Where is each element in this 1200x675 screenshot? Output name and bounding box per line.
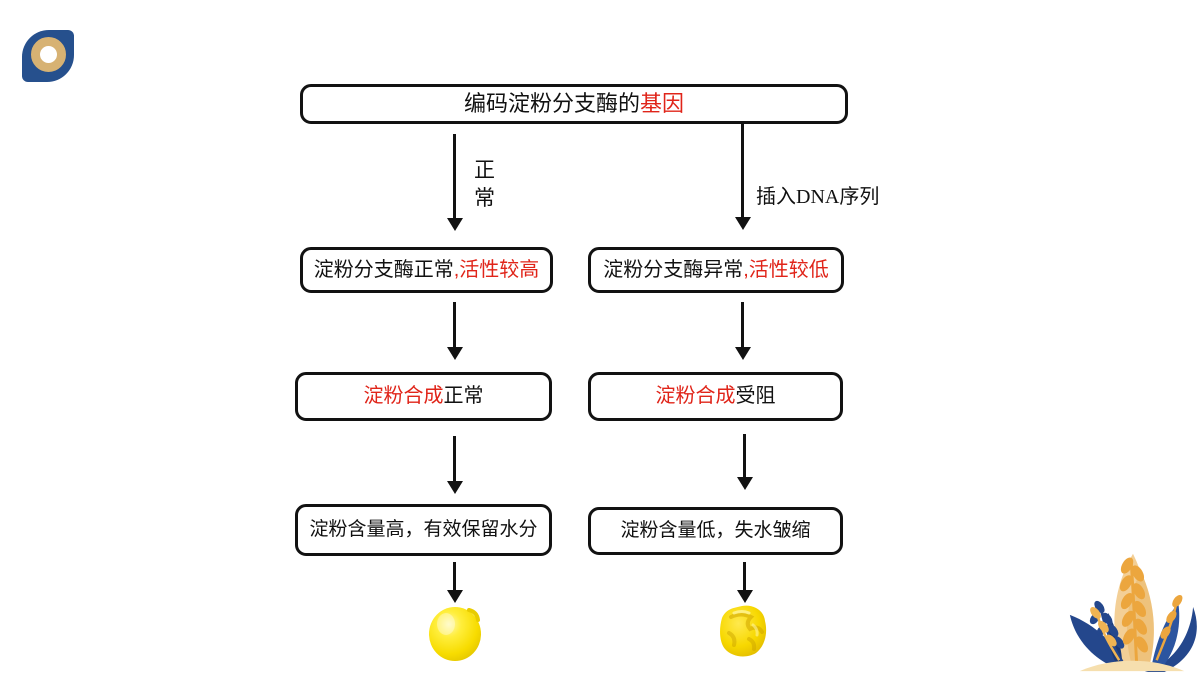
arrow-right-4-seed — [743, 562, 746, 590]
arrow-left-2-3 — [453, 302, 456, 347]
logo-ring-icon — [31, 37, 66, 72]
plant-decoration-icon — [1062, 538, 1200, 675]
arrow-root-to-right — [741, 123, 744, 217]
flow-box-enzyme-abnormal: 淀粉分支酶异常,活性较低 — [588, 247, 844, 293]
flow-box-gene: 编码淀粉分支酶的基因 — [300, 84, 848, 124]
gene-text-black: 编码淀粉分支酶的 — [463, 91, 640, 117]
branch-label-normal: 正常 — [474, 159, 495, 211]
flow-box-enzyme-normal: 淀粉分支酶正常,活性较高 — [300, 247, 553, 293]
branch-label-insert-dna: 插入DNA序列 — [756, 186, 880, 208]
flow-box-high-starch: 淀粉含量高，有效保留水分 — [295, 504, 552, 556]
round-seed-icon — [427, 604, 484, 662]
arrow-left-4-seed — [453, 562, 456, 590]
flow-box-synthesis-blocked: 淀粉合成受阻 — [588, 372, 843, 421]
arrow-root-to-left — [453, 134, 456, 218]
arrow-right-2-3 — [741, 302, 744, 347]
flow-box-low-starch: 淀粉含量低，失水皱缩 — [588, 507, 843, 555]
brand-logo-icon — [22, 30, 74, 82]
wrinkled-seed-icon — [716, 603, 770, 659]
flow-box-synthesis-normal: 淀粉合成正常 — [295, 372, 552, 421]
arrow-right-3-4 — [743, 434, 746, 477]
arrow-left-3-4 — [453, 436, 456, 481]
gene-text-red: 基因 — [640, 91, 685, 117]
